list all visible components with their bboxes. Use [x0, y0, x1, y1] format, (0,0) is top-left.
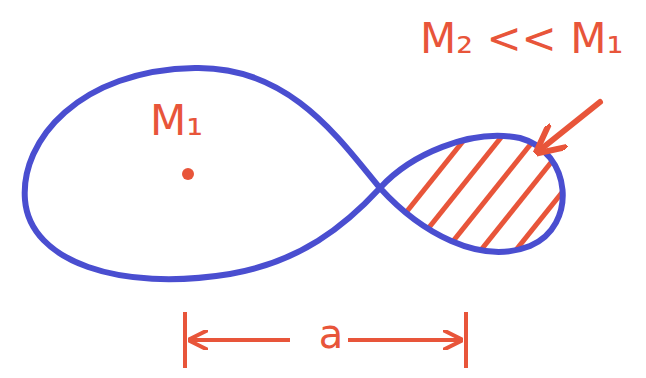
mass-label: M₁ [150, 100, 203, 142]
separation-label: a [319, 314, 344, 354]
dimension-tick [183, 312, 187, 368]
mass-dot [182, 168, 194, 180]
dimension-tick [464, 312, 468, 368]
hatching [360, 120, 620, 270]
dimension-arrow [348, 338, 459, 342]
roche-lobe-outline [25, 68, 563, 279]
dimension-arrow [192, 338, 290, 342]
pointer-arrow [540, 102, 600, 150]
mass-ratio-label: M₂ << M₁ [420, 18, 623, 60]
